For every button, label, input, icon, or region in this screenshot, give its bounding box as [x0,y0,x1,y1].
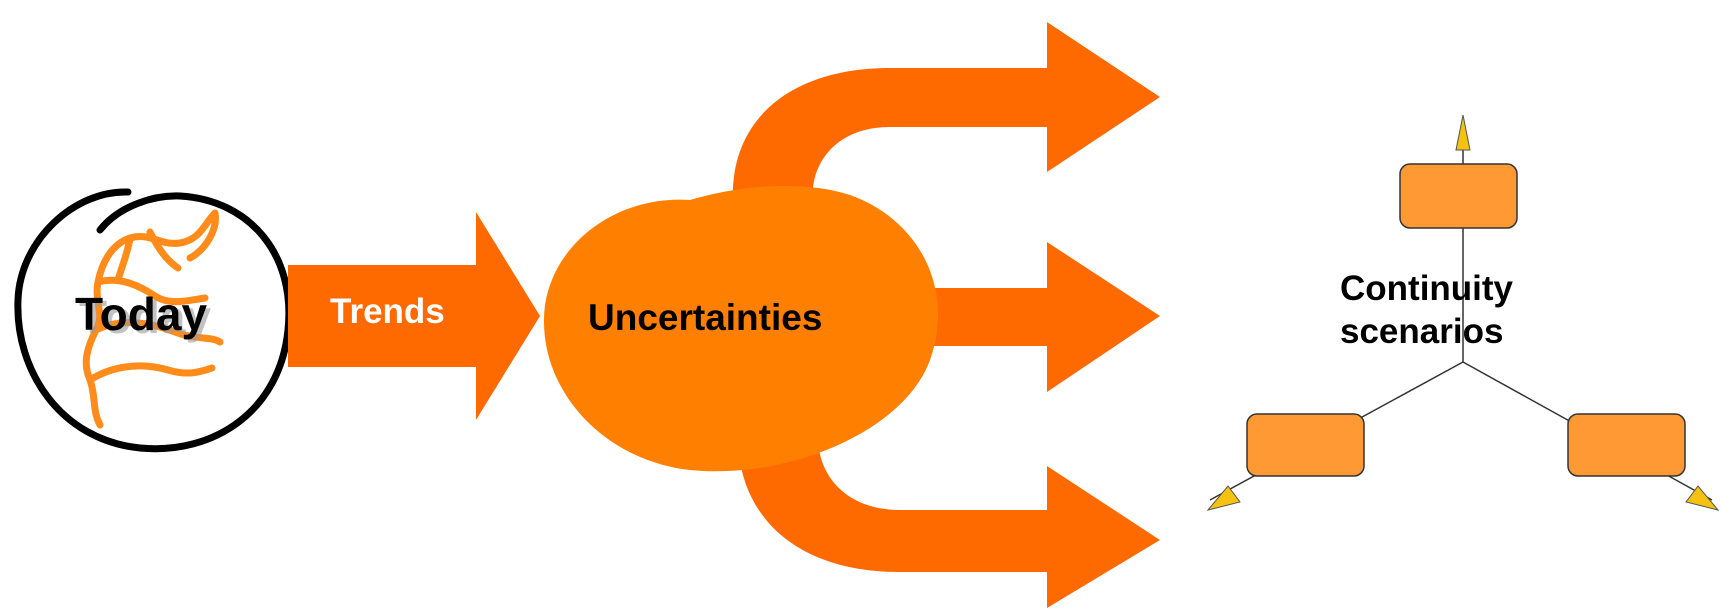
today-map-scribble [82,209,224,429]
uncertainties-group: Uncertainties [543,185,939,472]
branch-arrows [732,22,1160,608]
uncertainties-blob [543,185,939,472]
continuity-label-line2: scenarios [1340,312,1503,351]
uncertainties-label: Uncertainties [588,297,822,338]
tip-up-icon [1455,114,1471,151]
today-group: Today Today [14,188,293,453]
tip-right-icon [1685,485,1720,511]
middle-branch-arrow [890,242,1160,392]
bottom-branch-arrow [738,440,1160,608]
trends-arrow-group: Trends [288,212,540,420]
tip-left-icon [1206,485,1241,511]
today-label-shadow: Today [79,291,211,343]
continuity-scenarios-group: Continuity scenarios [1206,114,1720,511]
scenario-box-right [1567,413,1686,477]
scenario-box-top [1399,163,1518,229]
trends-label: Trends [330,292,445,331]
today-circle [14,188,293,453]
scenario-box-left [1246,413,1365,477]
trends-arrow [288,212,540,420]
top-branch-arrow [732,22,1160,200]
continuity-label-line1: Continuity [1340,269,1514,308]
today-label: Today [75,288,207,340]
